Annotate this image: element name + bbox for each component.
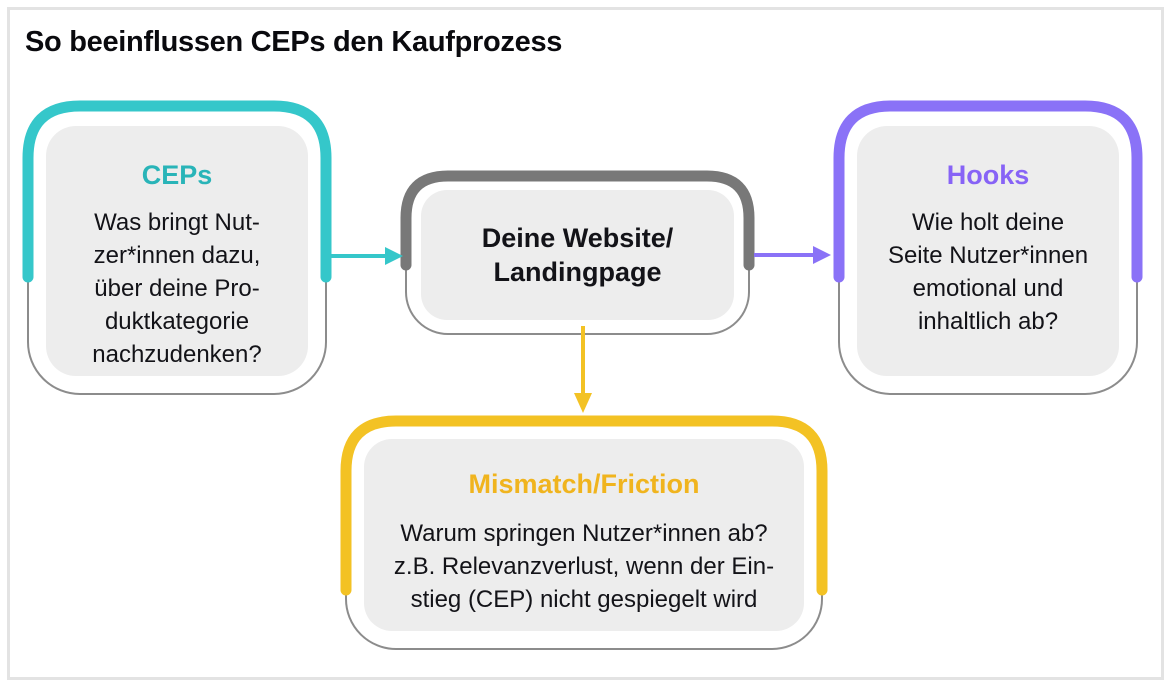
node-ceps-body: Was bringt Nut- zer*innen dazu, über dei…: [92, 209, 262, 368]
node-website-shape: [400, 170, 755, 335]
node-mismatch-body: Warum springen Nutzer*innen ab? z.B. Rel…: [393, 520, 775, 613]
node-hooks-body: Wie holt deine Seite Nutzer*innen emotio…: [887, 209, 1089, 335]
node-mismatch-title: Mismatch/Friction: [468, 469, 700, 499]
page-frame: [7, 7, 1164, 680]
node-mismatch-bracket: [340, 415, 828, 596]
node-ceps-title: CEPs: [141, 160, 213, 190]
node-website-fill: [421, 190, 734, 320]
node-ceps-shape: [22, 100, 332, 395]
node-website-bracket: [400, 170, 755, 271]
node-ceps-bracket: [22, 100, 332, 283]
node-hooks: Hooks Wie holt deine Seite Nutzer*innen …: [833, 100, 1143, 400]
node-website-title: Deine Website/ Landingpage: [481, 223, 674, 287]
node-hooks-shape: [833, 100, 1143, 395]
node-mismatch-fill: [364, 439, 804, 631]
node-mismatch: Mismatch/Friction Warum springen Nutzer*…: [340, 415, 828, 655]
node-ceps-fill: [46, 126, 308, 376]
page-title: So beeinflussen CEPs den Kaufprozess: [25, 26, 563, 58]
node-hooks-fill: [857, 126, 1119, 376]
node-hooks-content: Hooks Wie holt deine Seite Nutzer*innen …: [857, 126, 1119, 376]
node-website: Deine Website/ Landingpage: [400, 170, 755, 340]
node-ceps-content: CEPs Was bringt Nut- zer*innen dazu, übe…: [46, 126, 308, 376]
node-hooks-bracket: [833, 100, 1143, 283]
node-website-content: Deine Website/ Landingpage: [421, 190, 734, 320]
node-ceps: CEPs Was bringt Nut- zer*innen dazu, übe…: [22, 100, 332, 400]
node-mismatch-content: Mismatch/Friction Warum springen Nutzer*…: [364, 439, 804, 631]
node-hooks-title: Hooks: [946, 160, 1030, 190]
node-mismatch-shape: [340, 415, 828, 650]
